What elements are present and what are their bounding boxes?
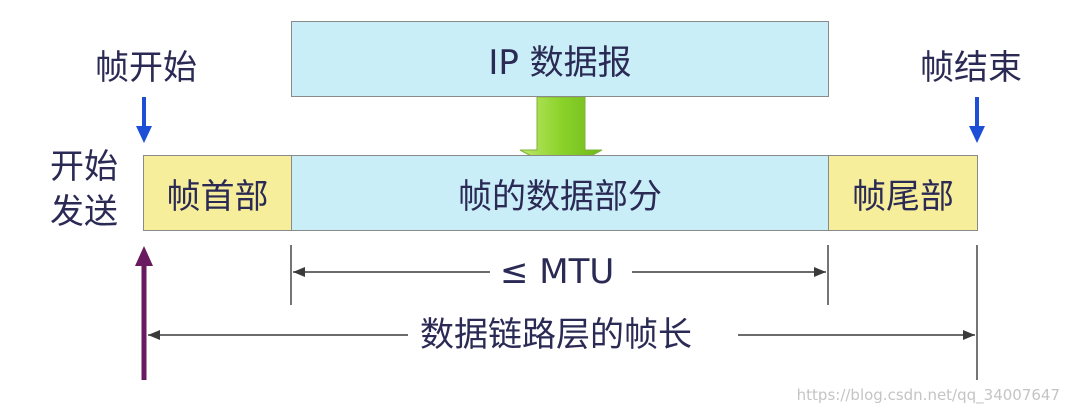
frame-header-box: 帧首部 [143, 155, 292, 231]
frame-trailer-box: 帧尾部 [828, 155, 978, 231]
frame-header-label: 帧首部 [166, 176, 269, 217]
frame-start-label: 帧开始 [95, 48, 197, 88]
frame-trailer-label: 帧尾部 [852, 176, 954, 217]
frame-end-arrow [969, 97, 985, 143]
frame-start-arrow [136, 97, 152, 143]
send-direction-arrow [135, 246, 153, 380]
frame-end-label: 帧结束 [920, 48, 1022, 88]
mtu-dimension-line [293, 267, 826, 277]
mtu-label: ≤ MTU [500, 252, 615, 292]
send-start-label-line1: 开始 [50, 147, 118, 187]
dimension-ticks [290, 245, 978, 380]
frame-data-box: 帧的数据部分 [291, 155, 829, 231]
ip-datagram-label: IP 数据报 [488, 42, 632, 83]
ip-datagram-box: IP 数据报 [291, 21, 829, 97]
frame-length-dimension-line [148, 330, 975, 340]
watermark: https://blog.csdn.net/qq_34007647 [796, 386, 1060, 404]
send-start-label-line2: 发送 [50, 192, 118, 232]
frame-data-label: 帧的数据部分 [458, 176, 662, 217]
frame-length-label: 数据链路层的帧长 [420, 315, 692, 355]
